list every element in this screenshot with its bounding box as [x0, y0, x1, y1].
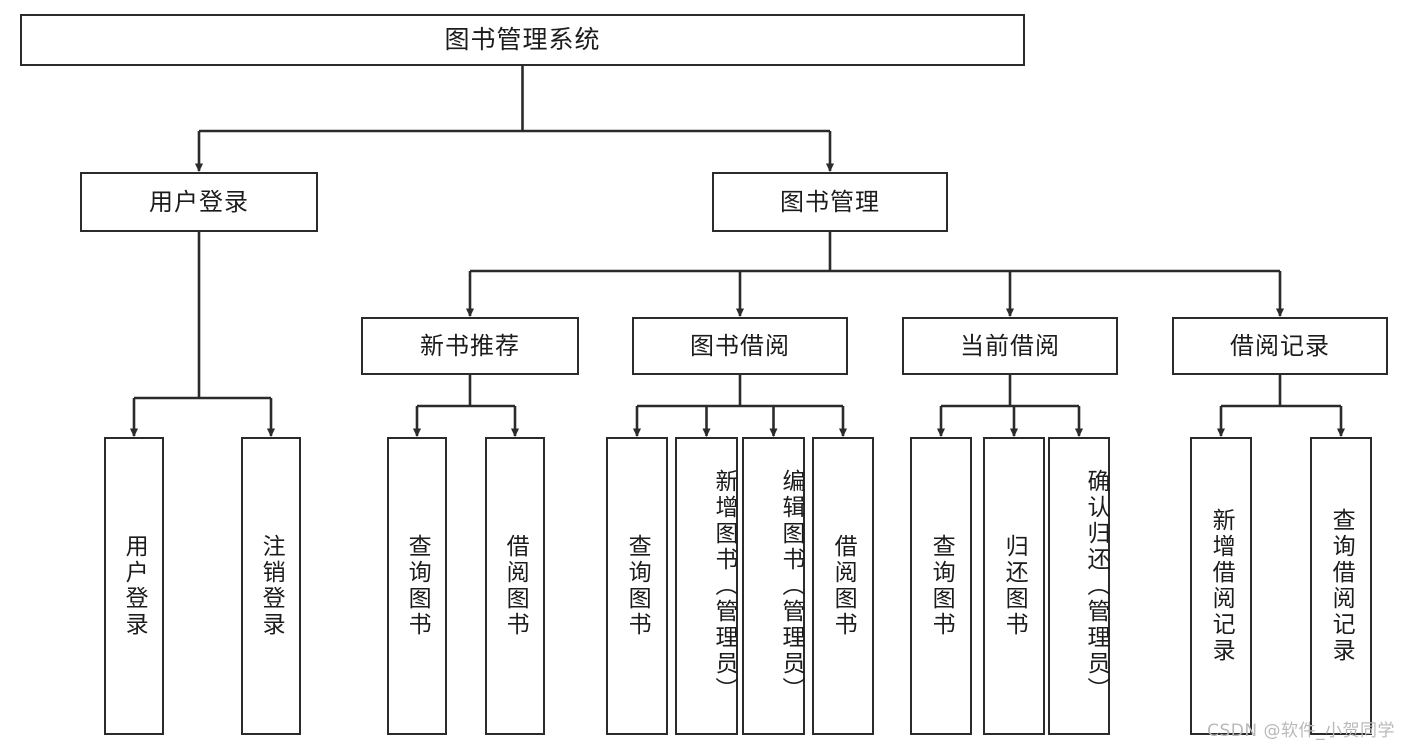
leaf-query-borrowing-record[interactable]: 查询借阅记录: [1310, 437, 1372, 735]
node-book-borrowing[interactable]: 图书借阅: [632, 317, 848, 375]
watermark-text: CSDN @软件_小贺同学: [1207, 721, 1395, 741]
leaf-add-book-admin[interactable]: 新增图书（管理员）: [675, 437, 738, 735]
leaf-add-borrowing-record[interactable]: 新增借阅记录: [1190, 437, 1252, 735]
node-root[interactable]: 图书管理系统: [20, 14, 1025, 66]
leaf-user-logout[interactable]: 注销登录: [241, 437, 301, 735]
leaf-return-book[interactable]: 归还图书: [983, 437, 1045, 735]
node-new-book-recommendation[interactable]: 新书推荐: [361, 317, 579, 375]
node-user-login[interactable]: 用户登录: [80, 172, 318, 232]
leaf-query-book-borrowing[interactable]: 查询图书: [606, 437, 668, 735]
node-book-management[interactable]: 图书管理: [712, 172, 948, 232]
leaf-borrow-book-recommendation[interactable]: 借阅图书: [485, 437, 545, 735]
node-borrowing-record[interactable]: 借阅记录: [1172, 317, 1388, 375]
leaf-confirm-return-admin[interactable]: 确认归还（管理员）: [1048, 437, 1110, 735]
leaf-borrow-book-borrowing[interactable]: 借阅图书: [812, 437, 874, 735]
leaf-edit-book-admin[interactable]: 编辑图书（管理员）: [742, 437, 805, 735]
node-current-borrowing[interactable]: 当前借阅: [902, 317, 1118, 375]
leaf-query-book-recommendation[interactable]: 查询图书: [387, 437, 447, 735]
leaf-query-book-current[interactable]: 查询图书: [910, 437, 972, 735]
leaf-user-login[interactable]: 用户登录: [104, 437, 164, 735]
